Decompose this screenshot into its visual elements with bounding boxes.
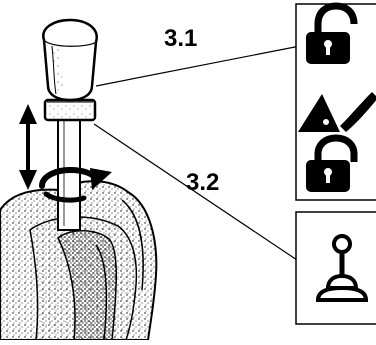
unlocked-padlock-icon bbox=[306, 2, 358, 64]
locked-padlock-icon bbox=[306, 134, 358, 192]
console-base bbox=[0, 180, 158, 341]
rotate-arrow-icon bbox=[39, 166, 112, 203]
scraper-icon bbox=[298, 92, 376, 132]
lock-collar bbox=[43, 98, 97, 122]
lever-knob bbox=[42, 18, 98, 102]
push-pull-arrow-icon bbox=[19, 104, 37, 190]
callout-label-3-2: 3.2 bbox=[186, 169, 220, 196]
symbol-panel-3-2 bbox=[295, 211, 376, 325]
joystick-icon bbox=[315, 234, 369, 302]
callout-label-3-1: 3.1 bbox=[164, 25, 198, 52]
leader-lines bbox=[93, 45, 301, 263]
